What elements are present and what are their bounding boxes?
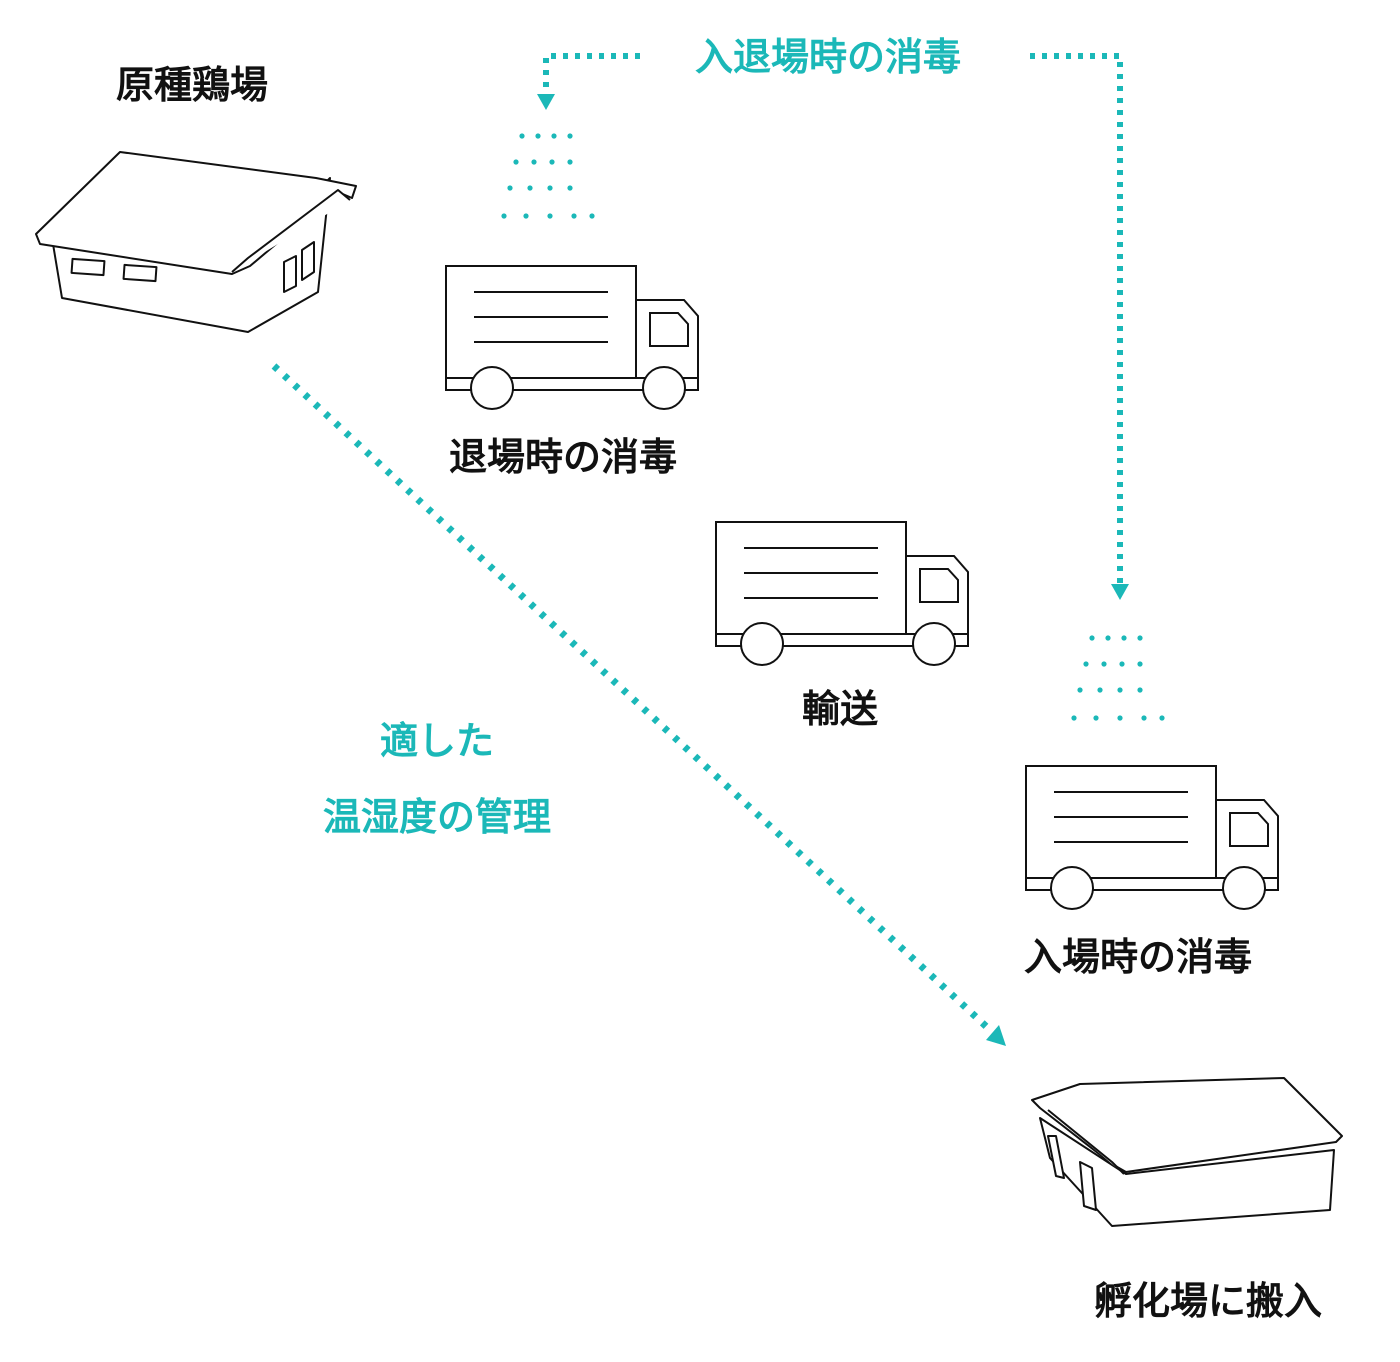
entry-disinfection-label: 入場時の消毒 — [1024, 935, 1252, 979]
exit-disinfection-label: 退場時の消毒 — [449, 435, 677, 479]
hatchery-icon — [1031, 1077, 1343, 1227]
truck-icon — [445, 265, 699, 410]
spray-icon — [1071, 635, 1165, 721]
truck-icon — [715, 521, 969, 666]
transport-label: 輸送 — [802, 687, 878, 731]
arrowhead-right-icon — [1111, 584, 1129, 600]
climate-label-line2: 温湿度の管理 — [323, 795, 551, 839]
climate-flow-arrow — [271, 363, 993, 1033]
arrowhead-left-icon — [537, 94, 555, 110]
climate-label-line1: 適した — [380, 719, 494, 763]
truck-icon — [1025, 765, 1279, 910]
hatchery-delivery-label: 孵化場に搬入 — [1094, 1279, 1322, 1323]
spray-icon — [501, 133, 595, 219]
barn-icon — [35, 151, 357, 333]
arrowhead-diagonal-icon — [986, 1025, 1006, 1046]
entry-exit-disinfection-label: 入退場時の消毒 — [695, 35, 961, 79]
origin-farm-label: 原種鶏場 — [116, 63, 268, 107]
